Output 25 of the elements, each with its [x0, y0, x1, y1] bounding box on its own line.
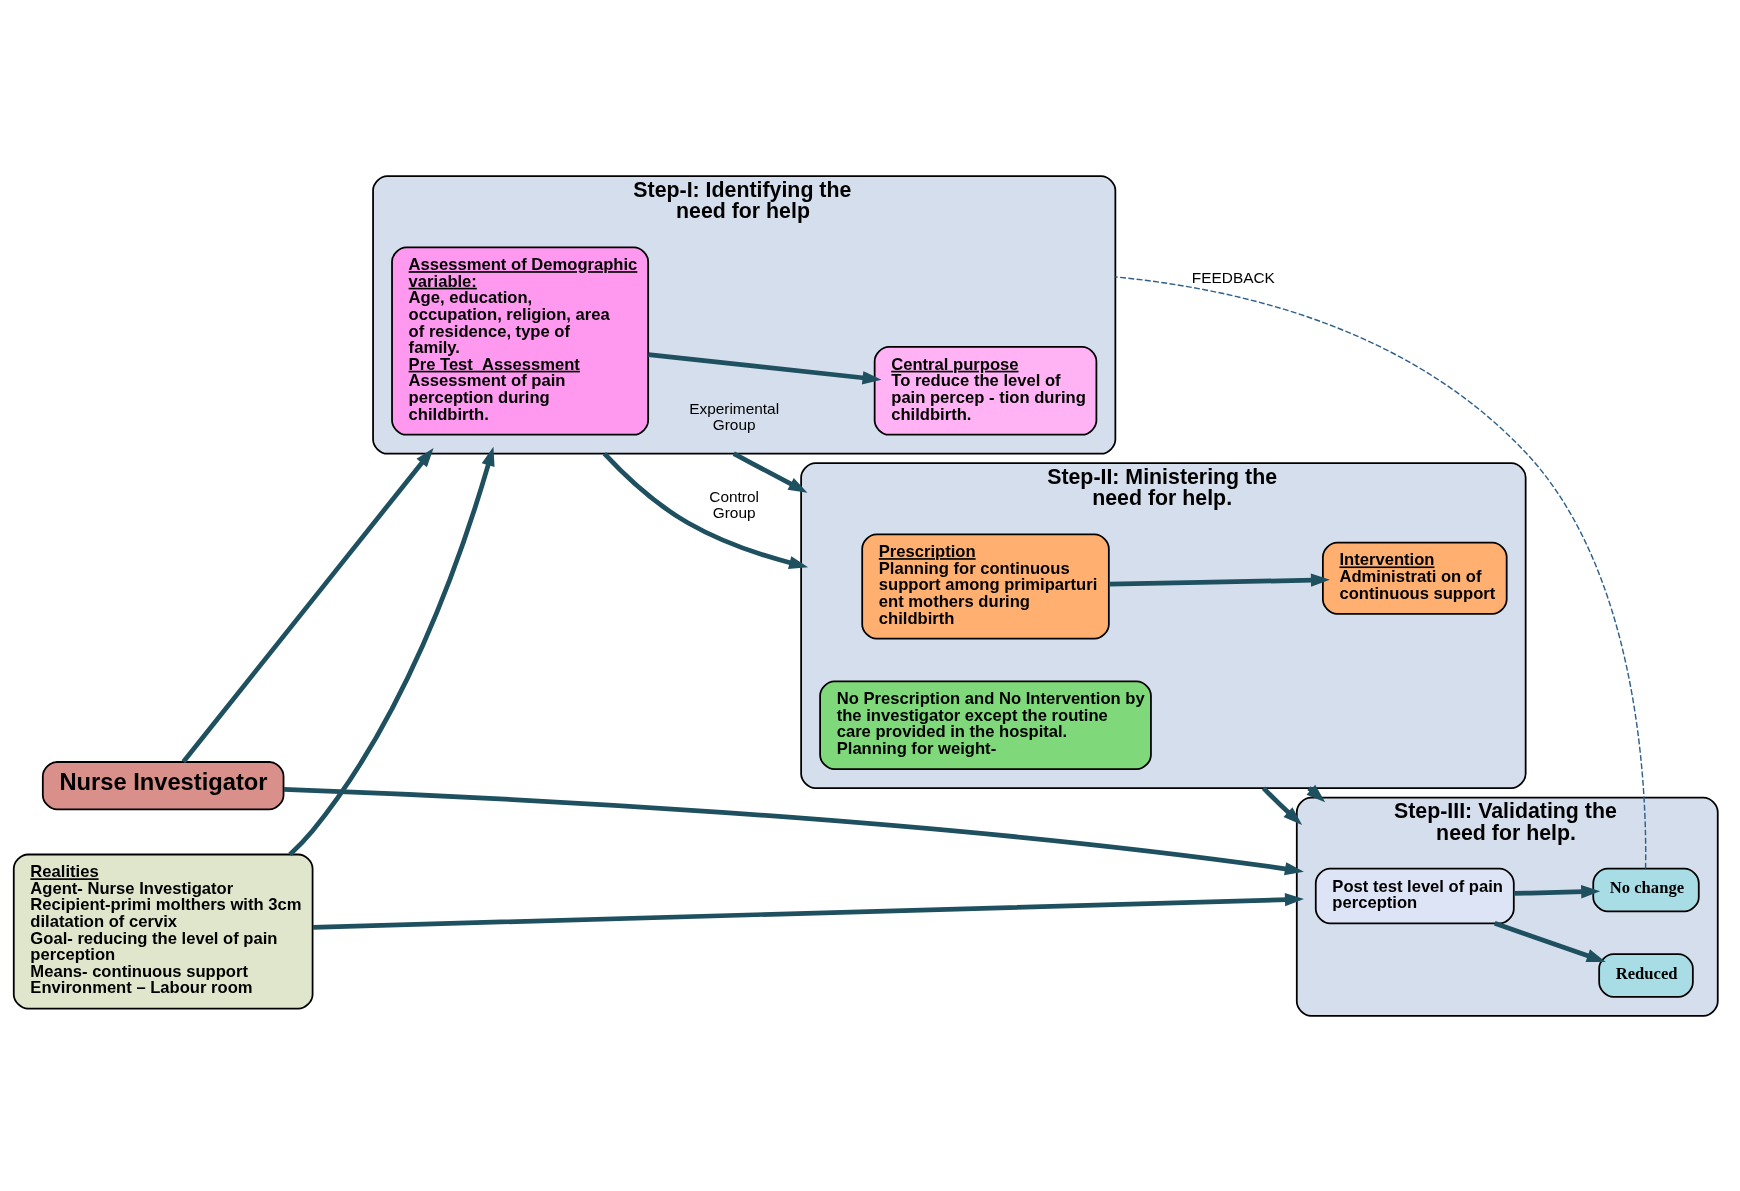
node-box: Nurse Investigator: [41, 760, 284, 810]
arrow: [1493, 920, 1606, 962]
edge-label: Control Group: [708, 487, 759, 521]
edge-label: Experimental Group: [688, 399, 779, 433]
node-box: Reduced: [1597, 952, 1694, 998]
node-box: Post test level of pain perception: [1314, 867, 1515, 924]
node-box: No change: [1591, 867, 1700, 912]
arrow: [1108, 573, 1330, 587]
arrow: [1261, 785, 1302, 825]
node-box: Assessment of Demographic variable: Age, education, occupation, religion, area of residence, type of family. Pre Test Assessment Assessment of pain perception during childbirth.: [390, 246, 649, 436]
arrow: [312, 892, 1304, 930]
arrow: [287, 446, 495, 856]
arrow: [602, 451, 808, 569]
arrow: [732, 451, 807, 493]
node-box: Intervention Administrati on of continuous support: [1321, 541, 1508, 615]
node-box: Central purpose To reduce the level of pain percep - tion during childbirth.: [873, 345, 1097, 436]
arrow: [181, 447, 434, 763]
connector: [1114, 275, 1646, 869]
edge-label: FEEDBACK: [1191, 268, 1275, 286]
node-box: No Prescription and No Intervention by the investigator except the routine care provided in the hospital. Planning for weight-: [818, 680, 1152, 770]
arrow: [1513, 884, 1600, 898]
node-box: Realities Agent- Nurse Investigator Recipient-primi molthers with 3cm dilatation of cervix Goal- reducing the level of pain perception Means- continuous support Environment – Labour room: [12, 853, 313, 1010]
arrow: [283, 786, 1304, 875]
arrow: [647, 351, 882, 384]
node-box: Prescription Planning for continuous support among primiparturi ent mothers during childbirth: [860, 532, 1110, 640]
